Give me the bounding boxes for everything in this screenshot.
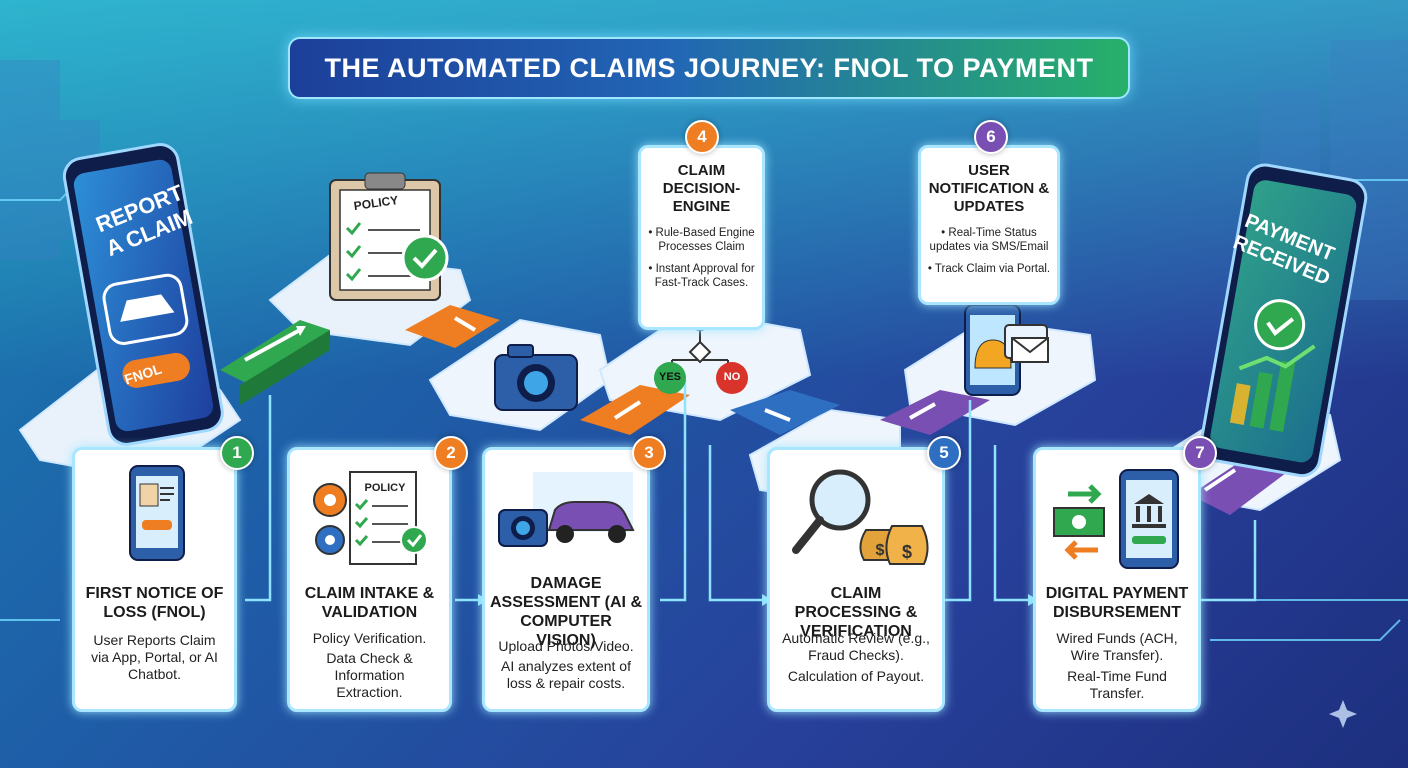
bank-transfer-icon: [1053, 469, 1179, 569]
step-2-icon-label: POLICY: [364, 482, 406, 494]
step-2-line-2: Data Check & Information Extraction.: [326, 650, 413, 700]
step-4-line-2: • Instant Approval for Fast-Track Cases.: [648, 263, 755, 289]
step-7-card: DIGITAL PAYMENT DISBURSEMENT Wired Funds…: [1033, 447, 1201, 712]
step-4-title: CLAIM DECISION-ENGINE: [662, 162, 741, 215]
step-6-badge: 6: [974, 120, 1008, 154]
step-2-title: CLAIM INTAKE & VALIDATION: [304, 585, 435, 621]
step-4-line-1: • Rule-Based Engine Processes Claim: [648, 227, 755, 253]
step-6-line-1: • Real-Time Status updates via SMS/Email: [929, 227, 1049, 253]
step-5-line-1: Automatic Review (e.g., Fraud Checks).: [782, 630, 930, 663]
step-2-card: POLICY CLAIM INTAKE & VALIDATION Policy …: [287, 447, 452, 712]
step-4-card: CLAIM DECISION-ENGINE • Rule-Based Engin…: [638, 145, 765, 330]
step-4-badge: 4: [685, 120, 719, 154]
step-1-line-1: User Reports Claim via App, Portal, or A…: [91, 632, 218, 682]
step-5-line-2: Calculation of Payout.: [787, 668, 925, 684]
step-5-title: CLAIM PROCESSING & VERIFICATION: [794, 585, 918, 640]
title-banner: THE AUTOMATED CLAIMS JOURNEY: FNOL TO PA…: [288, 37, 1130, 99]
step-3-line-2: AI analyzes extent of loss & repair cost…: [501, 658, 631, 691]
right-phone: [1199, 163, 1368, 478]
notification-illustration: [964, 304, 1049, 396]
policy-gears-icon: [313, 471, 428, 565]
step-3-title: DAMAGE ASSESSMENT (AI & COMPUTER VISION): [489, 575, 642, 649]
step-1-title: FIRST NOTICE OF LOSS (FNOL): [85, 585, 224, 621]
step-7-line-1: Wired Funds (ACH, Wire Transfer).: [1056, 630, 1178, 663]
step-1-card: FIRST NOTICE OF LOSS (FNOL) User Reports…: [72, 447, 237, 712]
page-title: THE AUTOMATED CLAIMS JOURNEY: FNOL TO PA…: [324, 52, 1094, 83]
step-3-line-1: Upload Photos/Video.: [498, 638, 634, 654]
step-7-badge: 7: [1183, 436, 1217, 470]
step-7-line-2: Real-Time Fund Transfer.: [1067, 668, 1167, 701]
decision-no-label: NO: [723, 371, 741, 383]
camera-illustration: [494, 344, 578, 411]
magnifier-money-icon: [792, 469, 929, 565]
mobile-profile-icon: [129, 465, 185, 561]
step-5-badge: 5: [927, 436, 961, 470]
step-5-card: $ $ CLAIM PROCESSING & VERIFICATION Auto…: [767, 447, 945, 712]
step-2-badge: 2: [434, 436, 468, 470]
dollar-sign-2: $: [901, 542, 912, 562]
clipboard-illustration: [329, 172, 449, 301]
step-7-title: DIGITAL PAYMENT DISBURSEMENT: [1045, 585, 1189, 621]
step-3-card: DAMAGE ASSESSMENT (AI & COMPUTER VISION)…: [482, 447, 650, 712]
decision-yes-label: YES: [658, 371, 681, 383]
step-6-card: USER NOTIFICATION & UPDATES • Real-Time …: [918, 145, 1060, 305]
step-6-line-2: • Track Claim via Portal.: [927, 263, 1051, 275]
step-2-line-1: Policy Verification.: [312, 630, 427, 646]
left-phone: [62, 143, 224, 446]
step-3-badge: 3: [632, 436, 666, 470]
step-1-badge: 1: [220, 436, 254, 470]
dollar-sign-1: $: [875, 542, 885, 559]
car-camera-icon: [498, 472, 635, 547]
step-6-title: USER NOTIFICATION & UPDATES: [928, 162, 1050, 215]
